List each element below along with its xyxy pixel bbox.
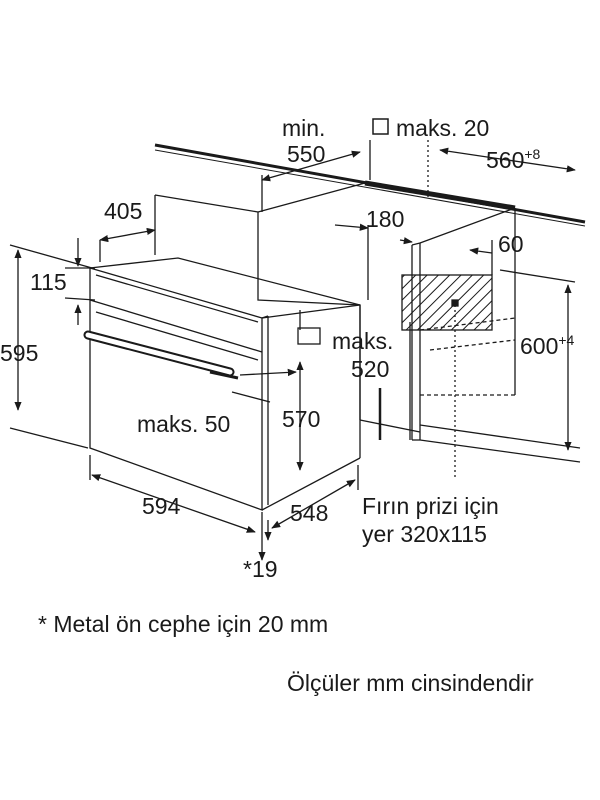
label-socket-line2: yer 320x115 <box>362 521 487 547</box>
label-maks-20: maks. 20 <box>396 115 490 141</box>
dim-594-line <box>89 455 263 545</box>
dim-50-line <box>231 368 297 403</box>
label-405: 405 <box>104 198 143 224</box>
dim-60-line <box>399 237 493 275</box>
label-600-value: 600 <box>520 333 559 359</box>
dim-19-line <box>258 520 272 561</box>
cabinet-niche <box>257 182 581 463</box>
dim-600-line <box>499 269 576 451</box>
label-min: min. <box>282 115 326 141</box>
label-600: 600+4 <box>520 332 575 359</box>
label-maks-520-a: maks. <box>332 328 394 354</box>
label-star-19: *19 <box>243 556 278 582</box>
note-metal-front: * Metal ön cephe için 20 mm <box>38 611 329 637</box>
label-60: 60 <box>498 231 524 257</box>
label-560: 560+8 <box>486 146 541 173</box>
label-maks-520-b: 520 <box>351 356 390 382</box>
label-594: 594 <box>142 493 181 519</box>
label-548: 548 <box>290 500 329 526</box>
label-570: 570 <box>282 406 321 432</box>
dim-180-line <box>334 223 369 300</box>
dim-595-line <box>9 244 93 449</box>
dim-548-line <box>271 465 359 529</box>
dim-405-line <box>99 194 259 262</box>
center-lines <box>427 140 456 480</box>
oven-body <box>89 257 361 511</box>
label-socket-line1: Fırın prizi için <box>362 493 499 519</box>
square-symbol-icon <box>372 118 389 135</box>
label-115: 115 <box>30 269 67 295</box>
label-maks-50: maks. 50 <box>137 411 231 437</box>
label-180: 180 <box>366 206 405 232</box>
oven-handle <box>83 330 239 380</box>
dim-560-line <box>439 147 576 173</box>
label-550: 550 <box>287 141 326 167</box>
dim-520-line <box>299 310 411 440</box>
note-units: Ölçüler mm cinsindendir <box>287 670 534 696</box>
label-560-sup: +8 <box>524 146 541 162</box>
socket-area <box>401 274 493 331</box>
dim-550-line <box>261 140 371 212</box>
label-560-value: 560 <box>486 147 525 173</box>
label-595: 595 <box>0 340 39 366</box>
label-600-sup: +4 <box>558 332 575 348</box>
